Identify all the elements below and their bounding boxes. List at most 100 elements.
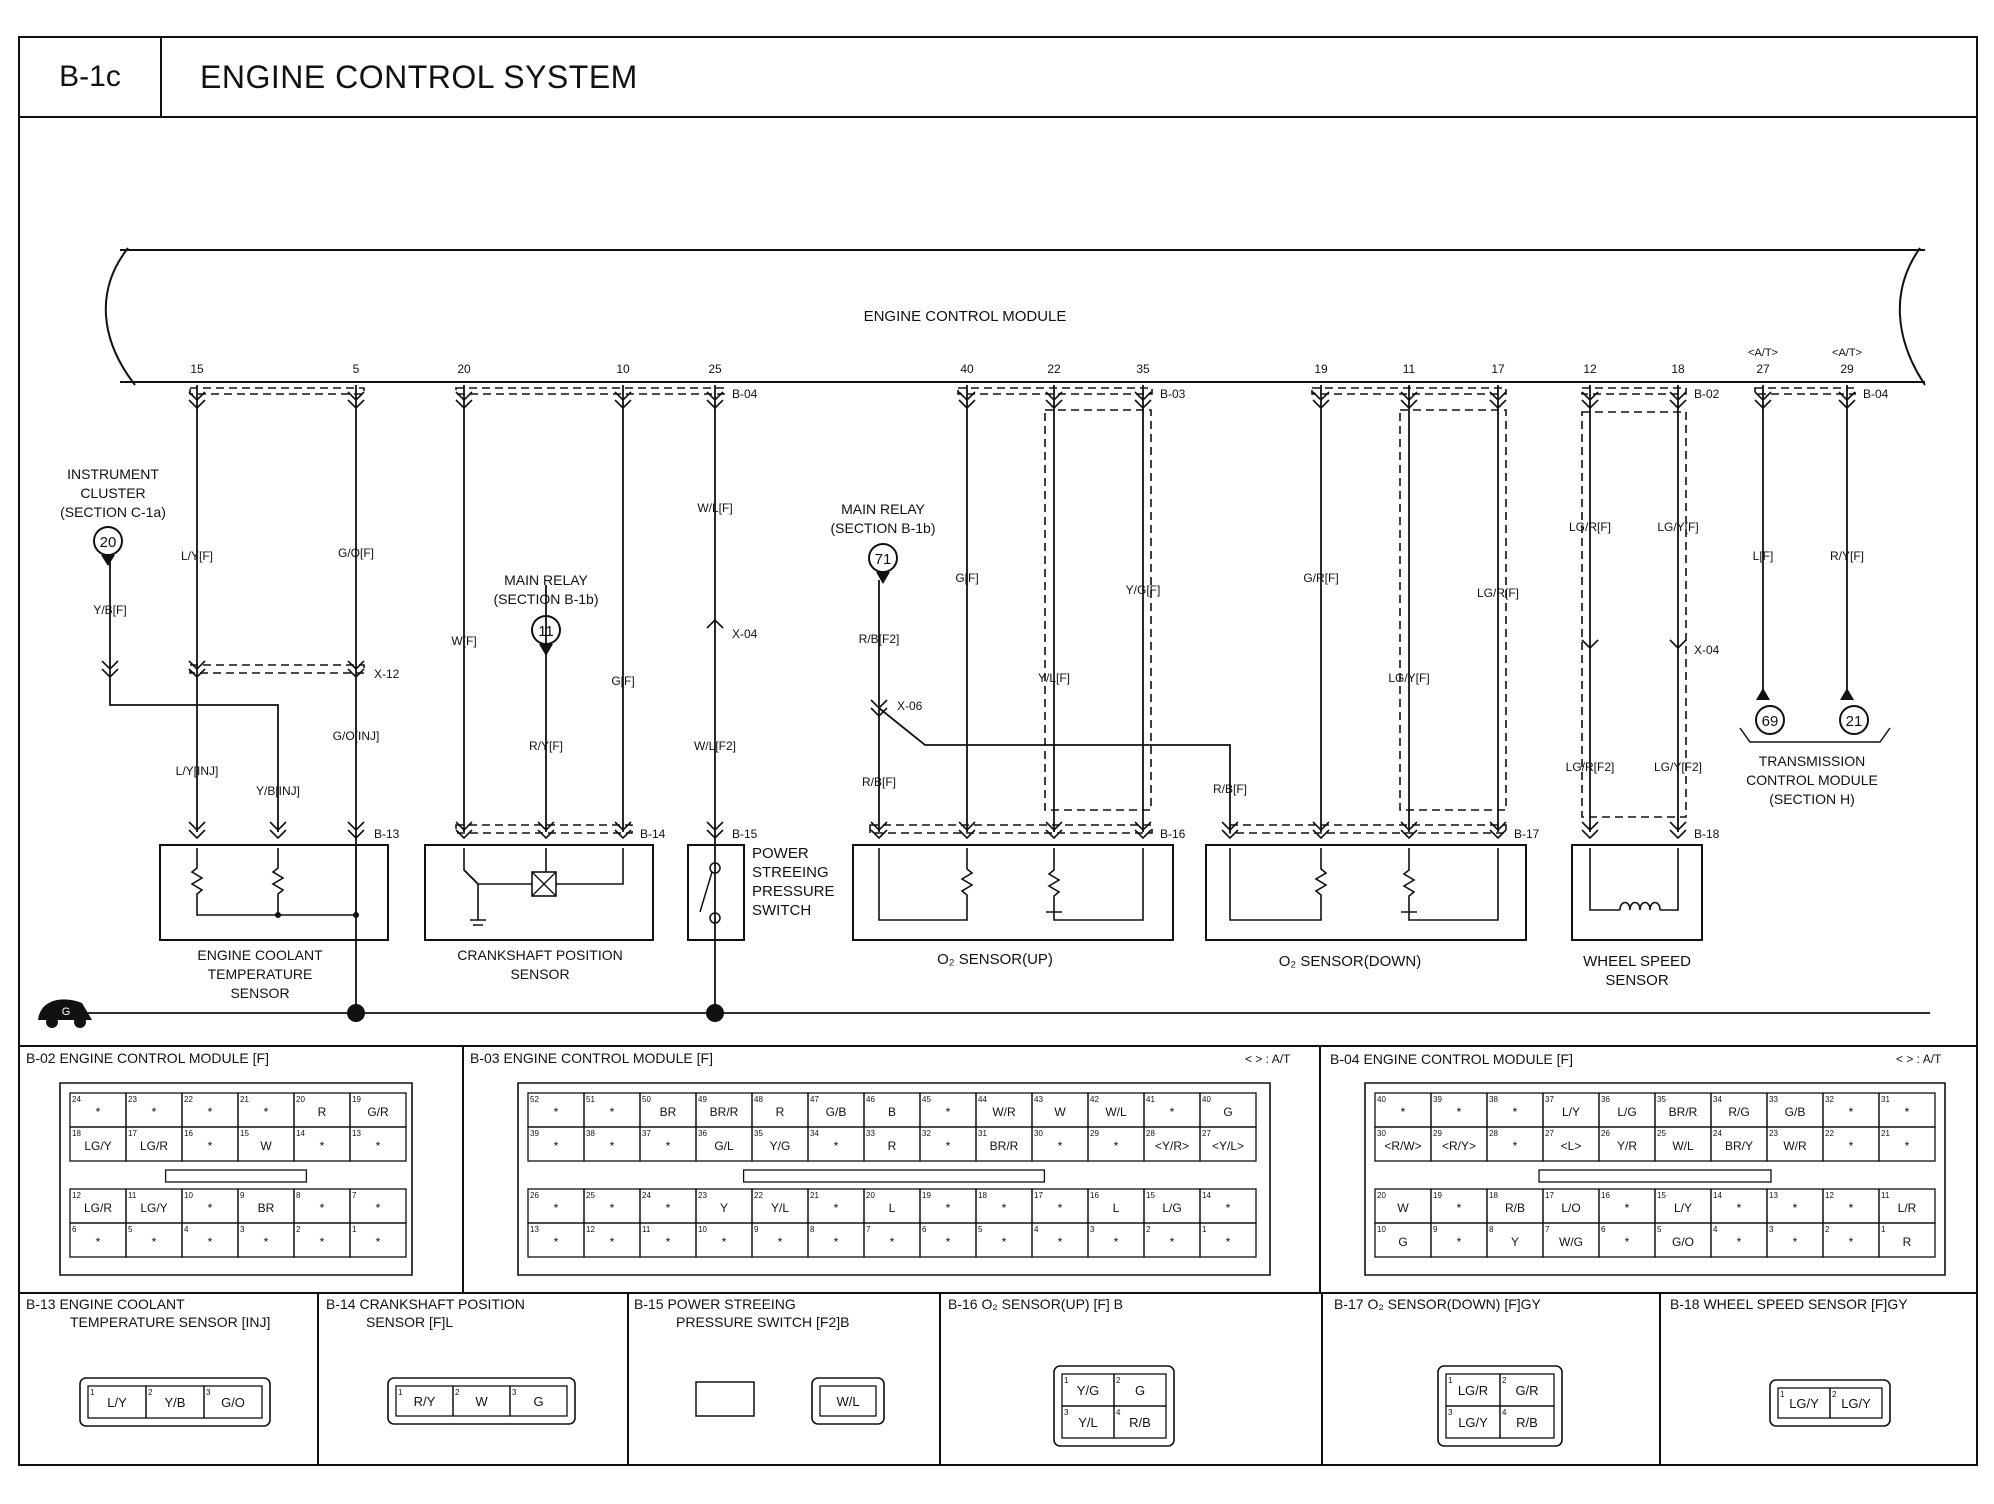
pin-wire: Y/G (1077, 1383, 1099, 1398)
pin-wire: * (1513, 1105, 1518, 1119)
pin-wire: BR/R (990, 1139, 1019, 1153)
pin-wire: BR/R (710, 1105, 739, 1119)
pin-cell (1878, 1126, 1936, 1162)
pin-number: 19 (1433, 1191, 1442, 1200)
pin-number: 1 (90, 1388, 95, 1397)
pin-wire: * (320, 1201, 325, 1215)
pin-number: 34 (810, 1129, 819, 1138)
panel-title: TEMPERATURE SENSOR [INJ] (70, 1314, 270, 1330)
pin-number: 3 (206, 1388, 211, 1397)
pin-number: 11 (642, 1225, 651, 1234)
pin-number: 3 (240, 1225, 245, 1234)
ref-text: CONTROL MODULE (1746, 772, 1878, 788)
pin-wire: * (610, 1201, 615, 1215)
pin-wire: B (888, 1105, 896, 1119)
pin-number: 44 (978, 1095, 987, 1104)
pin-number: 17 (1545, 1191, 1554, 1200)
wires (80, 385, 1930, 1014)
pin-wire: L/R (1898, 1201, 1917, 1215)
b03-top: 52*51*50BR49BR/R48R47G/B46B45*44W/R43W42… (527, 1092, 1257, 1162)
pin-number: 16 (184, 1129, 193, 1138)
pin-number: 25 (1657, 1129, 1666, 1138)
pin-wire: L/O (1561, 1201, 1580, 1215)
pin-number: 16 (1601, 1191, 1610, 1200)
ref-text: MAIN RELAY (841, 501, 925, 517)
pin-number: 43 (1034, 1095, 1043, 1104)
connector-housing (387, 1377, 576, 1425)
ecm-outline (104, 247, 1926, 386)
panel-note: < > : A/T (1245, 1052, 1291, 1066)
ref-text: TRANSMISSION (1759, 753, 1866, 769)
pin-number: 9 (754, 1225, 759, 1234)
pin-number: 11 (1403, 362, 1416, 376)
pin-wire: * (946, 1201, 951, 1215)
pin-wire: * (1849, 1201, 1854, 1215)
ckp-sensor: CRANKSHAFT POSITION SENSOR (424, 844, 654, 982)
pin-wire: * (320, 1139, 325, 1153)
conn-ref: B-13 (374, 827, 400, 841)
pin-wire: * (1737, 1201, 1742, 1215)
pin-number: 8 (296, 1191, 301, 1200)
wire-label: G/O[F] (338, 546, 374, 560)
conn-ref: B-18 (1694, 827, 1720, 841)
pin-wire: * (666, 1201, 671, 1215)
wire-label: Y/G[F] (1126, 583, 1161, 597)
pin-wire: * (610, 1139, 615, 1153)
pin-wire: L/Y (1674, 1201, 1692, 1215)
pin-wire: <R/Y> (1442, 1139, 1476, 1153)
component-label: O₂ SENSOR(DOWN) (1279, 953, 1422, 970)
component-label: O₂ SENSOR(UP) (937, 951, 1053, 968)
wire-label: G[F] (611, 674, 634, 688)
pin-cell (349, 1126, 407, 1162)
pin-wire: * (208, 1105, 213, 1119)
wire-label: LG/R[F] (1477, 586, 1519, 600)
pin-wire: * (1058, 1201, 1063, 1215)
pin-number: 22 (1047, 362, 1061, 376)
diagram-frame (18, 36, 1978, 1466)
pin-number: 10 (1377, 1225, 1386, 1234)
pin-number: 3 (512, 1388, 517, 1397)
panel-title: B-02 ENGINE CONTROL MODULE [F] (26, 1050, 269, 1066)
pin-wire: * (1905, 1105, 1910, 1119)
pin-wire: Y (720, 1201, 728, 1215)
pin-number: 45 (922, 1095, 931, 1104)
pin-number: 21 (810, 1191, 819, 1200)
pin-number: 33 (1769, 1095, 1778, 1104)
conn-ref: X-12 (374, 667, 400, 681)
pin-wire: * (1226, 1235, 1231, 1249)
pin-number: 36 (698, 1129, 707, 1138)
pin-number: 40 (1377, 1095, 1386, 1104)
component-label: TEMPERATURE (208, 966, 313, 982)
wire-label: G[F] (955, 571, 978, 585)
conn-ref: B-03 (1160, 387, 1186, 401)
pin-cell (1199, 1126, 1257, 1162)
pin-wire: * (1849, 1105, 1854, 1119)
pin-number: 10 (184, 1191, 193, 1200)
b04-top: 40*39*38*37L/Y36L/G35BR/R34R/G33G/B32*31… (1374, 1092, 1936, 1162)
pin-wire: * (834, 1201, 839, 1215)
pin-wire: W/L (836, 1394, 859, 1409)
pin-number: 47 (810, 1095, 819, 1104)
pin-number: 17 (1034, 1191, 1043, 1200)
pin-number: 17 (128, 1129, 137, 1138)
pin-wire: <L> (1561, 1139, 1582, 1153)
pin-cell (203, 1385, 263, 1419)
pin-cell (1499, 1405, 1555, 1439)
pin-number: 25 (586, 1191, 595, 1200)
wire-label: R/Y[F] (529, 739, 563, 753)
b02-housing (59, 1082, 413, 1276)
wire-label: G/O[INJ] (333, 729, 380, 743)
ground-symbol: G (38, 999, 724, 1028)
pin-number: 21 (240, 1095, 249, 1104)
pin-number: 52 (530, 1095, 539, 1104)
pin-number: 6 (1601, 1225, 1606, 1234)
pin-wire: * (778, 1235, 783, 1249)
pin-wire: BR (660, 1105, 677, 1119)
diagram-code: B-1c (20, 38, 162, 116)
pin-number: 16 (1090, 1191, 1099, 1200)
pin-number: 1 (1780, 1390, 1785, 1399)
pin-number: 8 (810, 1225, 815, 1234)
panel-title: B-13 ENGINE COOLANT (26, 1296, 185, 1312)
pin-wire: <R/W> (1384, 1139, 1421, 1153)
